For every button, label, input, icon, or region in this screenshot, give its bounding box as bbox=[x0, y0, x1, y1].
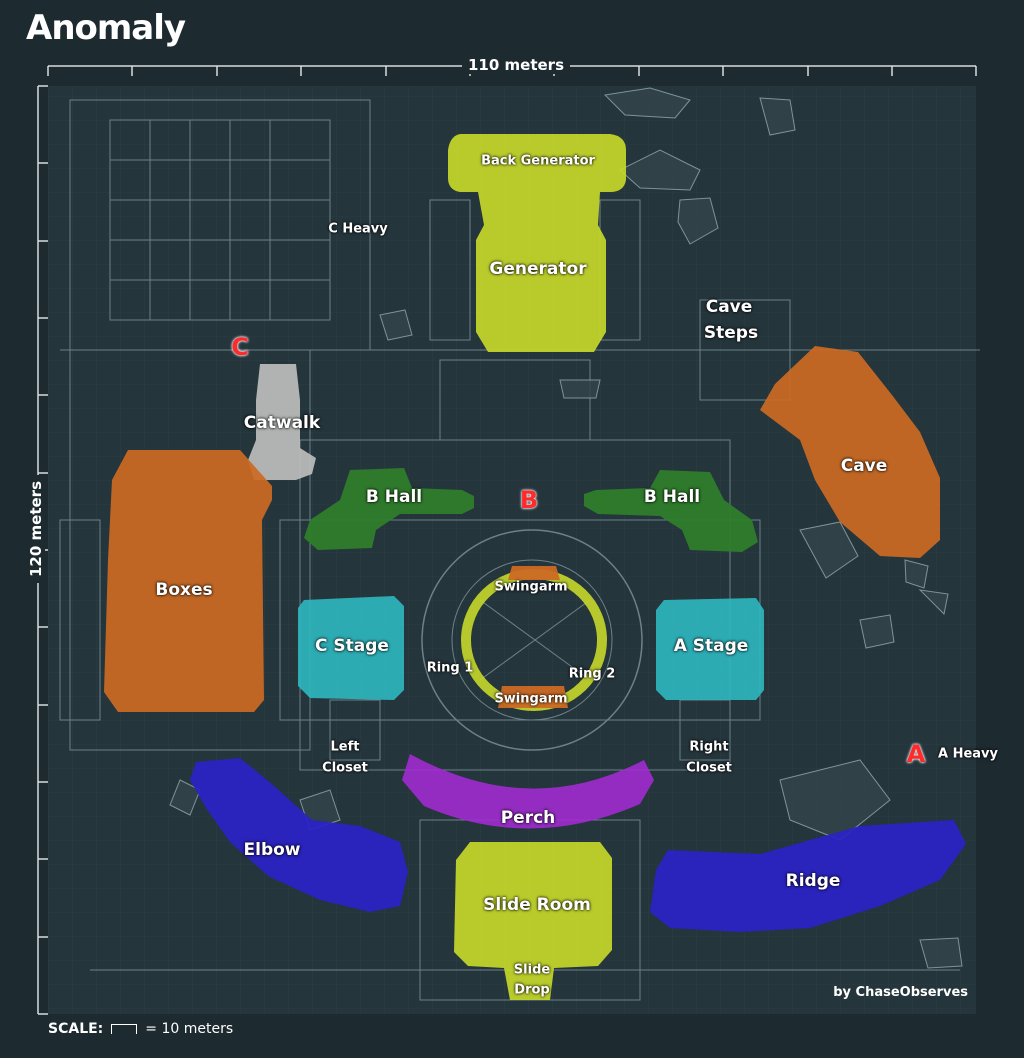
region-boxes bbox=[104, 450, 272, 712]
label-catwalk: Catwalk bbox=[243, 413, 321, 434]
marker-a: A bbox=[906, 740, 926, 768]
label-left-closet-1: Left bbox=[330, 739, 360, 755]
label-b-hall-right: B Hall bbox=[643, 487, 701, 508]
region-perch bbox=[402, 754, 654, 829]
label-slide-room: Slide Room bbox=[483, 895, 591, 916]
label-generator: Generator bbox=[489, 259, 587, 280]
label-back-generator: Back Generator bbox=[481, 153, 595, 169]
region-ridge bbox=[650, 820, 966, 932]
label-elbow: Elbow bbox=[243, 840, 301, 861]
map-title: Anomaly bbox=[26, 8, 186, 48]
region-back-generator bbox=[448, 134, 626, 192]
label-swingarm-bottom: Swingarm bbox=[494, 691, 568, 707]
marker-c: C bbox=[231, 333, 249, 361]
label-right-closet-1: Right bbox=[689, 739, 729, 755]
label-ring-2: Ring 2 bbox=[568, 666, 616, 682]
region-catwalk bbox=[248, 364, 316, 480]
region-slide-room bbox=[454, 842, 612, 1000]
label-b-hall-left: B Hall bbox=[365, 487, 423, 508]
label-c-stage: C Stage bbox=[315, 636, 389, 657]
width-label: 110 meters bbox=[462, 56, 571, 74]
scale-legend: SCALE: = 10 meters bbox=[48, 1021, 233, 1037]
label-ridge: Ridge bbox=[785, 871, 841, 892]
region-b-hall-right bbox=[584, 470, 758, 552]
region-swingarm-bottom bbox=[498, 686, 568, 708]
label-cave-steps-1: Cave bbox=[705, 297, 753, 318]
region-b-hall-left bbox=[304, 468, 474, 550]
label-slide-drop-1: Slide bbox=[513, 962, 551, 978]
scale-label: SCALE: bbox=[48, 1021, 104, 1037]
label-right-closet-2: Closet bbox=[686, 760, 732, 776]
region-cave bbox=[760, 346, 940, 558]
label-perch: Perch bbox=[500, 808, 556, 829]
region-generator bbox=[476, 192, 606, 352]
height-label: 120 meters bbox=[27, 474, 46, 584]
label-swingarm-top: Swingarm bbox=[494, 579, 568, 595]
marker-b: B bbox=[519, 486, 539, 514]
region-swingarm-top bbox=[508, 566, 560, 580]
label-slide-drop-2: Drop bbox=[514, 982, 550, 998]
label-a-heavy: A Heavy bbox=[937, 746, 999, 762]
region-c-stage bbox=[298, 596, 404, 700]
label-ring-1: Ring 1 bbox=[426, 660, 474, 676]
label-left-closet-2: Closet bbox=[322, 760, 368, 776]
scale-bracket-icon bbox=[111, 1024, 138, 1034]
label-boxes: Boxes bbox=[155, 580, 213, 601]
rocks bbox=[169, 87, 963, 969]
scale-value: = 10 meters bbox=[145, 1021, 234, 1037]
label-cave-steps-2: Steps bbox=[703, 323, 759, 344]
label-cave: Cave bbox=[840, 456, 888, 477]
label-a-stage: A Stage bbox=[673, 636, 749, 657]
region-a-stage bbox=[656, 598, 764, 700]
region-elbow bbox=[190, 758, 408, 912]
author-credit: by ChaseObserves bbox=[833, 985, 968, 1000]
label-c-heavy: C Heavy bbox=[328, 221, 388, 237]
